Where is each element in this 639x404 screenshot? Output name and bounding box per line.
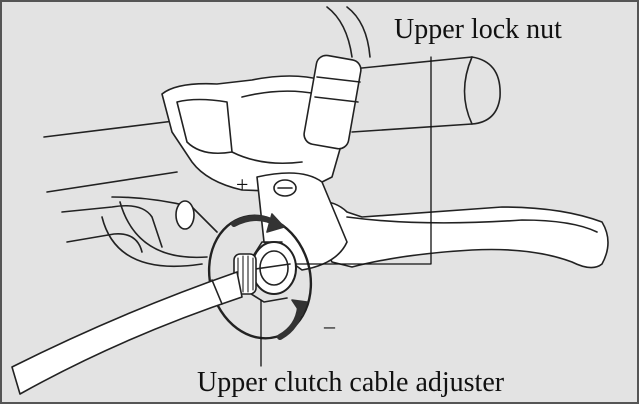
handlebar	[43, 56, 501, 193]
upper-clutch-cable-adjuster-label: Upper clutch cable adjuster	[197, 367, 505, 398]
lower-cable	[11, 271, 243, 395]
upper-lock-nut-label: Upper lock nut	[394, 14, 562, 45]
adjuster-assembly	[233, 241, 297, 303]
rotation-arrows	[207, 213, 313, 340]
plus-direction-label: +	[236, 172, 249, 197]
upper-cable	[303, 6, 371, 150]
wire-bundle	[61, 196, 218, 268]
lever-blade	[301, 199, 609, 269]
leader-lines	[260, 56, 432, 367]
minus-direction-label: –	[324, 313, 335, 338]
